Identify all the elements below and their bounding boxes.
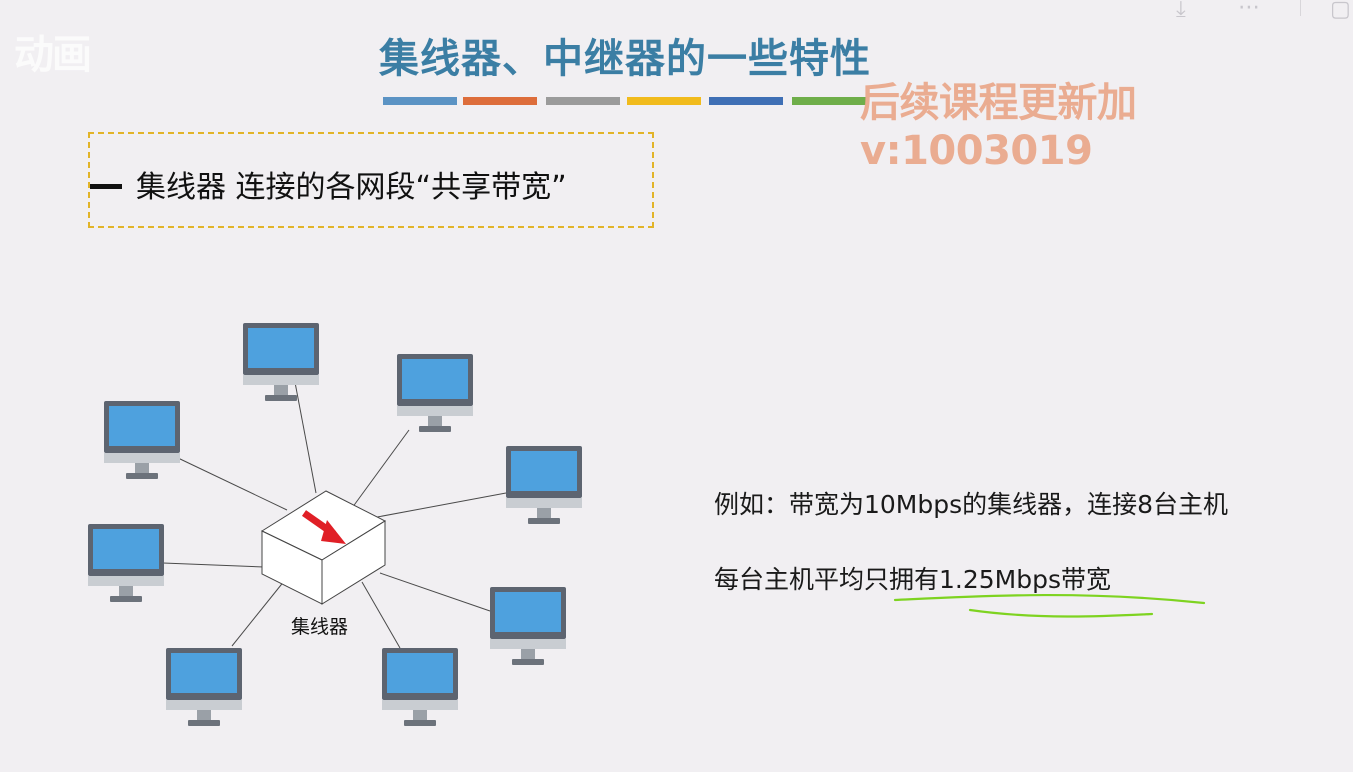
computer-icon bbox=[382, 648, 458, 726]
computer-icon bbox=[397, 354, 473, 432]
brand-logo: 动画 bbox=[14, 32, 92, 78]
slide-title: 集线器、中继器的一些特性 bbox=[379, 36, 871, 82]
computer-icon bbox=[88, 524, 164, 602]
link-line bbox=[177, 457, 288, 511]
download-icon[interactable]: ⤓ bbox=[1176, 0, 1186, 22]
link-line bbox=[361, 581, 401, 649]
color-bar-yellow bbox=[627, 97, 701, 105]
computer-icon bbox=[104, 401, 180, 479]
link-line bbox=[231, 579, 286, 647]
color-bar-green bbox=[792, 97, 866, 105]
subtitle-text: 集线器 连接的各网段“共享带宽” bbox=[136, 170, 567, 205]
color-bar-blue bbox=[383, 97, 457, 105]
connection-lines bbox=[162, 376, 507, 649]
computer-icon bbox=[490, 587, 566, 665]
link-line bbox=[162, 562, 265, 568]
computer-icon bbox=[166, 648, 242, 726]
color-bar-gray bbox=[546, 97, 620, 105]
red-arrow-icon bbox=[321, 520, 346, 544]
computer-icon bbox=[243, 323, 319, 401]
example-text: 例如：带宽为10Mbps的集线器，连接8台主机 bbox=[714, 490, 1229, 519]
hub-box-icon bbox=[260, 490, 387, 605]
color-bar-orange bbox=[463, 97, 537, 105]
link-line bbox=[379, 572, 491, 612]
color-bar-darkblue bbox=[709, 97, 783, 105]
toolbar-divider bbox=[1300, 0, 1301, 16]
link-line bbox=[371, 492, 507, 519]
bullet-dash-icon bbox=[90, 184, 122, 189]
more-icon[interactable]: ⋯ bbox=[1238, 0, 1260, 20]
subtitle: 集线器 连接的各网段“共享带宽” bbox=[90, 162, 567, 206]
hub-label: 集线器 bbox=[291, 616, 349, 638]
green-underline bbox=[893, 593, 1206, 618]
computer-icon bbox=[506, 446, 582, 524]
average-bandwidth-text: 每台主机平均只拥有1.25Mbps带宽 bbox=[714, 565, 1111, 594]
link-line bbox=[293, 376, 317, 494]
watermark-text: 后续课程更新加v:1003019 bbox=[860, 80, 1137, 174]
window-icon[interactable]: ▢ bbox=[1330, 0, 1351, 22]
link-line bbox=[351, 429, 410, 509]
subtitle-box bbox=[88, 132, 654, 228]
